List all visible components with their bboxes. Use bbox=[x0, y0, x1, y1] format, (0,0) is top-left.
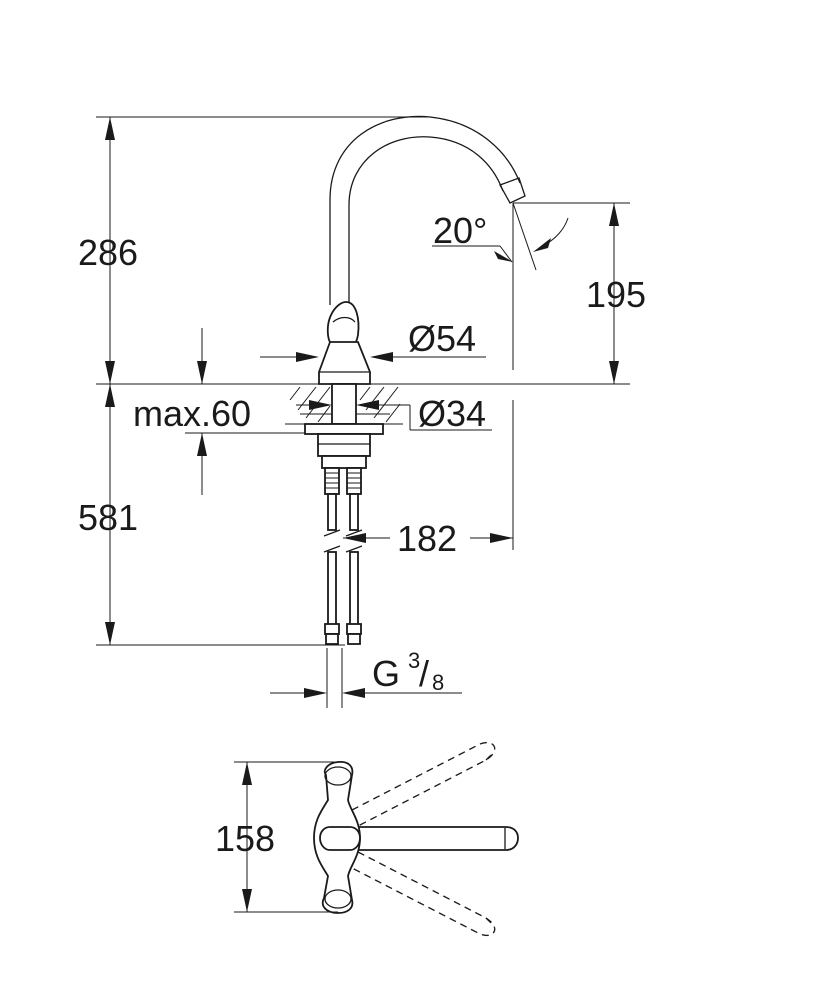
dimension-54 bbox=[260, 352, 486, 362]
dimension-195 bbox=[512, 202, 630, 384]
lever-highlight bbox=[332, 316, 356, 323]
label-54: Ø54 bbox=[408, 318, 476, 359]
spout-swing-upper bbox=[351, 741, 496, 827]
label-195: 195 bbox=[586, 274, 646, 315]
hose-fittings bbox=[324, 467, 362, 495]
flex-hoses bbox=[323, 493, 363, 645]
label-34: Ø34 bbox=[418, 393, 486, 434]
dimension-connection bbox=[270, 648, 462, 708]
label-connection-denominator: 8 bbox=[432, 670, 444, 695]
mounting-shank bbox=[331, 383, 357, 425]
label-max60: max.60 bbox=[133, 393, 251, 434]
dimension-182 bbox=[343, 400, 514, 550]
label-connection-numerator: 3 bbox=[408, 648, 420, 673]
label-158: 158 bbox=[215, 818, 275, 859]
label-182: 182 bbox=[397, 518, 457, 559]
dimension-max60 bbox=[185, 328, 305, 495]
dimension-286 bbox=[96, 116, 630, 385]
spout-inner-curve bbox=[348, 136, 504, 305]
spout-outlet bbox=[499, 177, 526, 204]
mounting-nut bbox=[317, 433, 371, 457]
label-angle: 20° bbox=[433, 210, 487, 251]
faucet-top-view bbox=[313, 741, 519, 937]
spout-swing-lower bbox=[351, 851, 496, 937]
label-286: 286 bbox=[78, 232, 138, 273]
dimension-158 bbox=[234, 761, 338, 913]
label-connection-slash: / bbox=[419, 653, 429, 694]
mounting-washer bbox=[304, 423, 384, 435]
label-connection-prefix: G bbox=[372, 653, 400, 694]
label-581: 581 bbox=[78, 497, 138, 538]
threaded-stem bbox=[321, 455, 367, 469]
spout-outer-curve bbox=[329, 115, 521, 305]
dimension-34 bbox=[296, 400, 492, 431]
dimension-angle bbox=[432, 202, 569, 271]
dimension-581 bbox=[96, 384, 345, 646]
faucet-side-view bbox=[285, 115, 526, 645]
faucet-body bbox=[318, 341, 371, 385]
